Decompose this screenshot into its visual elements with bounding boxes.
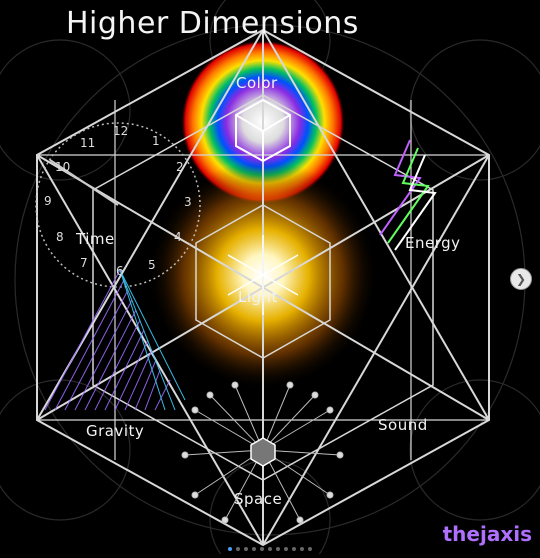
time-clock-hand [49, 159, 119, 206]
clock-number: 10 [55, 160, 71, 174]
carousel-dot[interactable] [308, 547, 312, 551]
label-light: Light [238, 288, 278, 306]
carousel-dot[interactable] [244, 547, 248, 551]
label-sound: Sound [378, 416, 428, 434]
space-cube [250, 437, 276, 467]
carousel-dot[interactable] [228, 547, 232, 551]
carousel-dot[interactable] [284, 547, 288, 551]
page-title: Higher Dimensions [66, 6, 359, 41]
carousel-dot[interactable] [268, 547, 272, 551]
carousel-dot[interactable] [292, 547, 296, 551]
carousel-dots [0, 547, 540, 551]
label-time: Time [76, 230, 115, 248]
clock-number: 8 [56, 230, 64, 244]
carousel-dot[interactable] [252, 547, 256, 551]
carousel-dot[interactable] [260, 547, 264, 551]
energy-lightning [379, 139, 437, 251]
chevron-right-icon: ❯ [515, 272, 527, 286]
clock-number: 2 [176, 160, 184, 174]
color-cube [235, 98, 291, 163]
carousel-dot[interactable] [300, 547, 304, 551]
clock-number: 1 [152, 134, 160, 148]
carousel-dot[interactable] [236, 547, 240, 551]
light-star [227, 235, 299, 315]
label-energy: Energy [405, 234, 461, 252]
clock-number: 11 [80, 136, 96, 150]
clock-number: 7 [80, 256, 88, 270]
label-color: Color [236, 74, 278, 92]
carousel-dot[interactable] [276, 547, 280, 551]
gravity-string-art [44, 269, 186, 411]
label-space: Space [234, 490, 283, 508]
clock-number: 6 [116, 264, 124, 278]
clock-number: 9 [44, 194, 52, 208]
label-gravity: Gravity [86, 422, 145, 440]
time-clock [35, 122, 201, 288]
watermark-thejaxis: thejaxis [442, 522, 532, 546]
carousel-next-button[interactable]: ❯ [510, 268, 532, 290]
clock-number: 5 [148, 258, 156, 272]
clock-number: 12 [113, 124, 129, 138]
clock-number: 4 [174, 230, 182, 244]
sound-waveform [319, 325, 481, 405]
clock-number: 3 [184, 195, 192, 209]
